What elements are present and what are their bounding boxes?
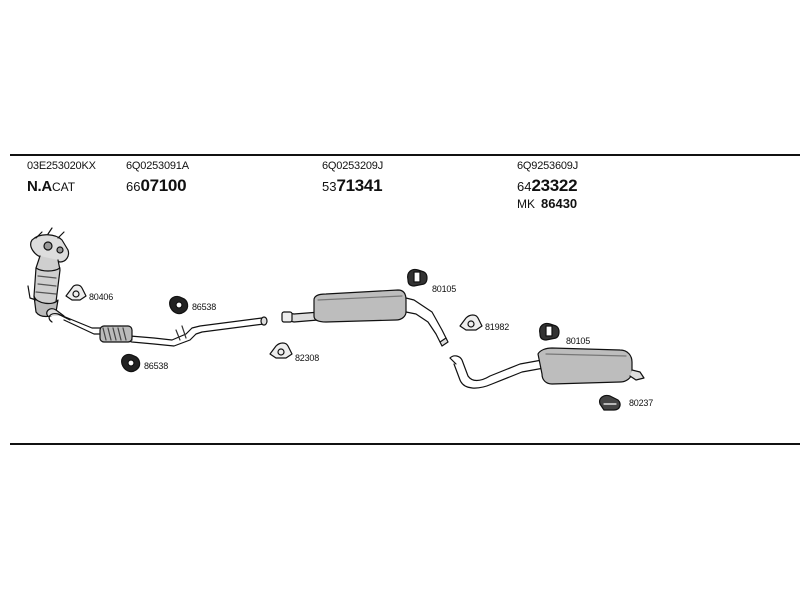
middle-silencer-icon <box>281 289 449 347</box>
part-number-rear-silencer: 6423322 <box>517 176 578 195</box>
part-number-front-pipe: 6607100 <box>126 176 187 195</box>
rear-silencer-prefix: 64 <box>517 179 532 194</box>
rubber-mount-80237-icon <box>599 394 621 411</box>
oem-code-catalyst: 03E253020KX <box>27 160 96 172</box>
oem-code-front-pipe: 6Q0253091A <box>126 160 189 172</box>
mounting-kit-value: 86430 <box>541 196 578 211</box>
part-number-middle-silencer: 5371341 <box>322 176 383 195</box>
clamp-80406-icon <box>65 284 87 301</box>
middle-silencer-number: 71341 <box>336 176 383 195</box>
mounting-kit-number: MK 86430 <box>517 196 577 212</box>
part-label-81982: 81982 <box>485 322 510 332</box>
mounting-kit-prefix: MK <box>517 197 535 211</box>
part-label-80105-mid: 80105 <box>432 284 457 294</box>
middle-silencer-prefix: 53 <box>322 179 337 194</box>
hanger-80105-rear-icon <box>539 322 560 341</box>
clamp-81982-icon <box>459 314 483 331</box>
part-label-86538-lower: 86538 <box>144 361 169 371</box>
hanger-80105-mid-icon <box>407 268 428 287</box>
front-pipe-icon <box>46 308 268 347</box>
oem-code-rear-silencer: 6Q9253609J <box>517 160 578 172</box>
front-pipe-number: 07100 <box>140 176 187 195</box>
part-label-86538-upper: 86538 <box>192 302 217 312</box>
rear-silencer-icon <box>449 347 645 389</box>
clamp-82308-icon <box>269 342 293 359</box>
catalyst-number: CAT <box>51 180 76 194</box>
catalytic-converter-icon <box>27 227 70 318</box>
front-pipe-prefix: 66 <box>126 179 141 194</box>
top-rule <box>10 154 800 156</box>
part-label-80237: 80237 <box>629 398 654 408</box>
catalyst-prefix: N.A <box>27 178 52 195</box>
gasket-86538-lower-icon <box>121 353 141 373</box>
part-number-catalyst: N.ACAT <box>27 178 75 195</box>
part-label-80105-rear: 80105 <box>566 336 591 346</box>
bottom-rule <box>10 443 800 445</box>
gasket-86538-upper-icon <box>169 295 189 315</box>
rear-silencer-number: 23322 <box>531 176 578 195</box>
part-label-82308: 82308 <box>295 353 320 363</box>
part-label-80406: 80406 <box>89 292 114 302</box>
oem-code-middle-silencer: 6Q0253209J <box>322 160 383 172</box>
